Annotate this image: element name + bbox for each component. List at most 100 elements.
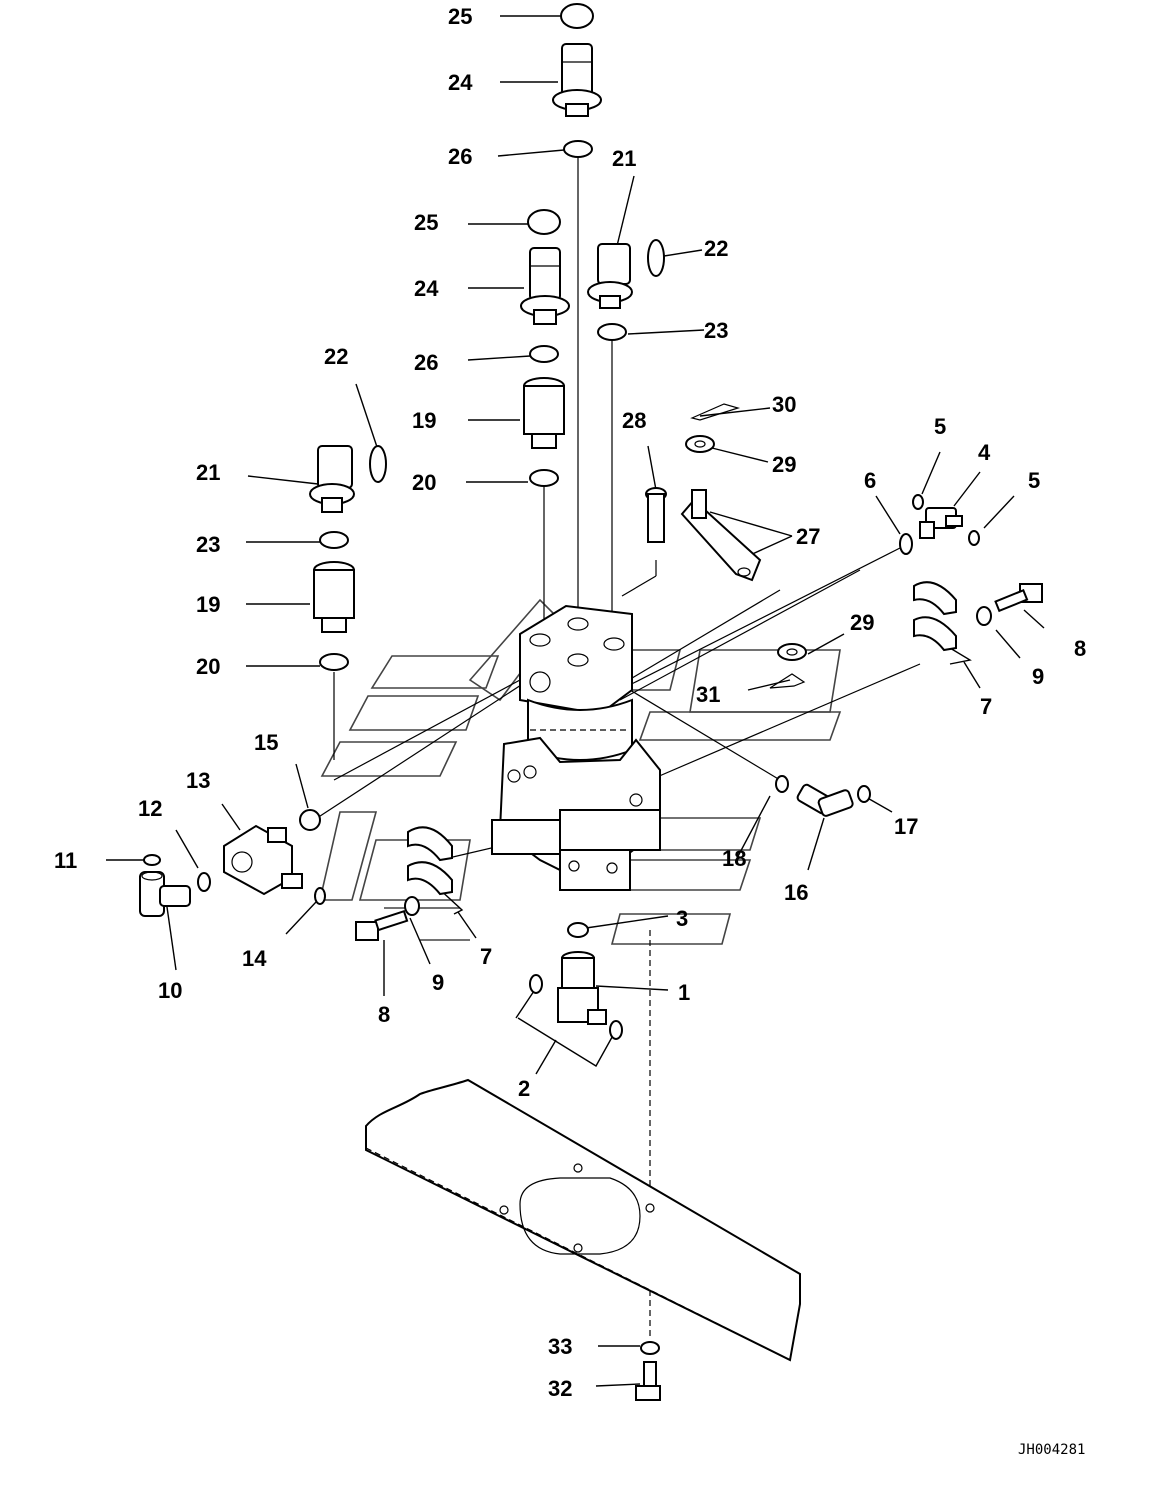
callout-label: 5 — [1028, 468, 1040, 493]
part-cap-25 — [527, 209, 561, 235]
part-oring-26-top — [563, 140, 593, 158]
part-oring-5-a — [912, 494, 924, 510]
part-washer-29-lower — [777, 643, 807, 661]
part-oring-3 — [567, 922, 589, 938]
callout-label: 22 — [324, 344, 348, 369]
part-oring-18 — [775, 775, 789, 793]
callout-label: 4 — [978, 440, 991, 465]
part-sensor-24 — [520, 247, 570, 325]
callout-label: 27 — [796, 524, 820, 549]
part-washer-9-left — [404, 896, 420, 916]
callout-label: 29 — [850, 610, 874, 635]
part-oring-5-b — [968, 530, 980, 546]
callout-label: 28 — [622, 408, 646, 433]
drawing-code: JH004281 — [1018, 1442, 1085, 1458]
part-frame-plate — [365, 1078, 801, 1362]
callout-label: 23 — [196, 532, 220, 557]
part-fitting-4 — [919, 507, 963, 539]
callout-label: 22 — [704, 236, 728, 261]
part-cotter-30 — [690, 403, 741, 421]
callout-label: 12 — [138, 796, 162, 821]
callout-label: 3 — [676, 906, 688, 931]
callout-label: 31 — [696, 682, 720, 707]
callout-label: 26 — [448, 144, 472, 169]
callout-label: 8 — [1074, 636, 1086, 661]
callout-label: 32 — [548, 1376, 572, 1401]
part-washer-29 — [685, 435, 715, 453]
callout-label: 23 — [704, 318, 728, 343]
part-swivel-joint-body — [491, 604, 661, 891]
callout-label: 11 — [54, 848, 77, 873]
part-clamp-7-right — [913, 581, 957, 652]
part-cap-25-top — [560, 3, 594, 29]
callout-label: 24 — [414, 276, 439, 301]
callout-label: 30 — [772, 392, 796, 417]
callout-label: 20 — [412, 470, 436, 495]
callout-label: 20 — [196, 654, 220, 679]
callout-label: 24 — [448, 70, 473, 95]
part-sensor-24-top — [552, 43, 602, 117]
part-oring-17 — [857, 785, 871, 803]
part-pin-28 — [645, 487, 667, 543]
part-seal-22-left — [369, 445, 387, 483]
callout-label: 26 — [414, 350, 438, 375]
callout-label: 19 — [196, 592, 220, 617]
callout-label: 10 — [158, 978, 182, 1003]
callout-label: 5 — [934, 414, 946, 439]
part-oring-6 — [899, 533, 913, 555]
callout-label: 21 — [612, 146, 636, 171]
part-adapter-19-left — [313, 561, 355, 633]
callout-label: 15 — [254, 730, 278, 755]
part-connector-21-left — [309, 445, 355, 513]
callout-label: 7 — [980, 694, 992, 719]
part-oring-15 — [299, 809, 321, 831]
callout-label: 6 — [864, 468, 876, 493]
part-seal-22 — [647, 239, 665, 277]
callout-label: 9 — [1032, 664, 1044, 689]
callout-label: 29 — [772, 452, 796, 477]
part-oring-14 — [314, 887, 326, 905]
part-adapter-19 — [523, 377, 565, 449]
part-oring-23-left — [319, 531, 349, 549]
part-elbow-10 — [139, 871, 191, 917]
part-oring-12 — [197, 872, 211, 892]
callout-label: 7 — [480, 944, 492, 969]
part-oring-2-b — [609, 1020, 623, 1040]
part-connector-21 — [587, 243, 633, 309]
callout-label: 14 — [242, 946, 267, 971]
callout-label: 19 — [412, 408, 436, 433]
callout-label: 16 — [784, 880, 808, 905]
part-oring-2-a — [529, 974, 543, 994]
part-bolt-32 — [635, 1361, 661, 1401]
callout-label: 18 — [722, 846, 746, 871]
callout-label: 25 — [414, 210, 438, 235]
callout-label: 13 — [186, 768, 210, 793]
callout-label: 25 — [448, 4, 472, 29]
part-clamp-7-left — [407, 826, 453, 896]
part-elbow-16 — [796, 783, 854, 817]
part-oring-20-left — [319, 653, 349, 671]
part-washer-33 — [640, 1341, 660, 1355]
callout-label: 8 — [378, 1002, 390, 1027]
part-oring-11 — [143, 854, 161, 866]
callout-label: 21 — [196, 460, 220, 485]
part-valve-1 — [557, 951, 607, 1025]
watermark-logo — [318, 598, 842, 945]
callout-label: 9 — [432, 970, 444, 995]
part-bolt-8-left — [355, 909, 409, 941]
leader-lines — [106, 15, 1045, 1387]
callout-label: 17 — [894, 814, 918, 839]
part-oring-20 — [529, 469, 559, 487]
callout-labels: 25 24 26 21 22 25 24 23 22 26 19 28 30 2… — [54, 4, 1086, 1401]
callout-label: 2 — [518, 1076, 530, 1101]
part-block-13 — [223, 824, 303, 896]
part-lever-27 — [680, 489, 762, 582]
part-cotter-31 — [769, 673, 806, 689]
part-oring-26 — [529, 345, 559, 363]
part-washer-9-right — [976, 606, 992, 626]
part-oring-23 — [597, 323, 627, 341]
callout-label: 1 — [678, 980, 690, 1005]
part-bolt-8-right — [994, 583, 1043, 613]
